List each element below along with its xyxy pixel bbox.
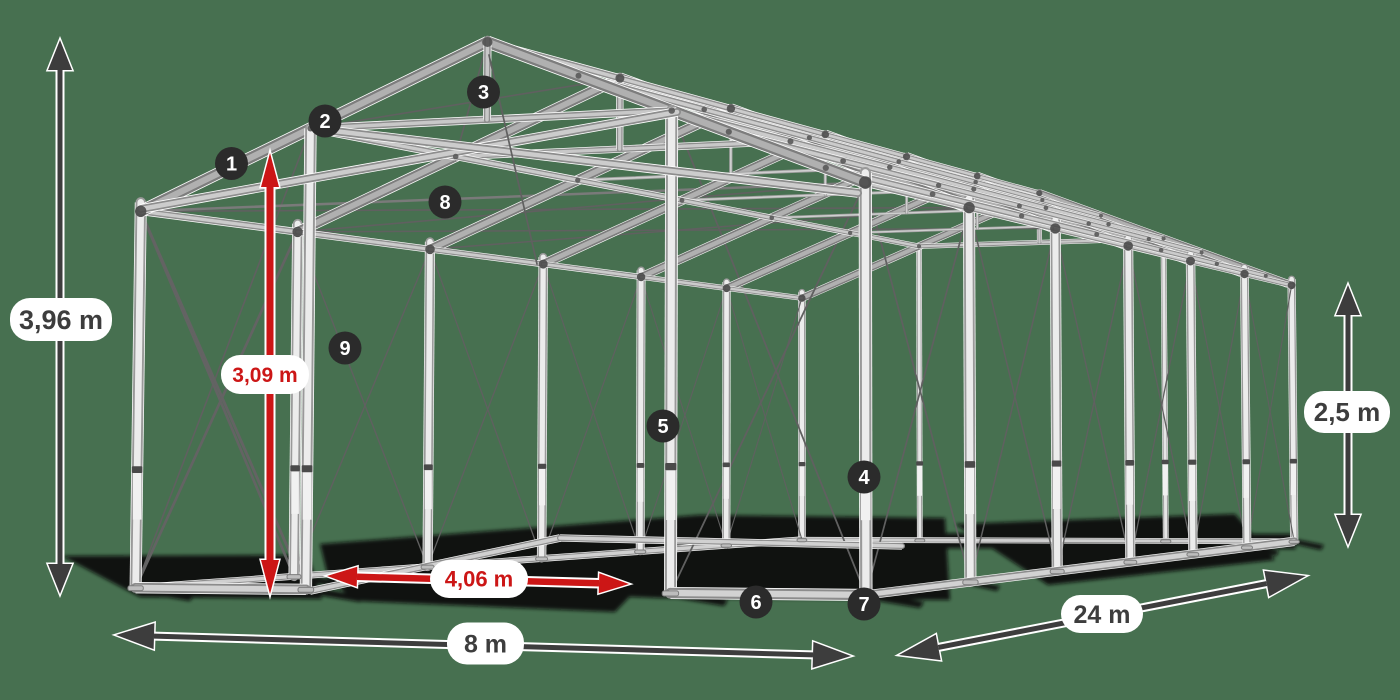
svg-text:7: 7 xyxy=(858,594,869,616)
svg-text:4,06 m: 4,06 m xyxy=(445,567,514,592)
svg-text:2: 2 xyxy=(319,111,330,133)
svg-text:1: 1 xyxy=(226,154,237,176)
svg-text:9: 9 xyxy=(339,338,350,360)
svg-text:24 m: 24 m xyxy=(1074,601,1131,629)
svg-text:4: 4 xyxy=(858,467,870,489)
svg-text:8 m: 8 m xyxy=(464,630,507,658)
svg-text:3: 3 xyxy=(478,82,489,104)
svg-text:5: 5 xyxy=(657,416,668,438)
svg-text:3,09 m: 3,09 m xyxy=(232,364,297,387)
svg-text:6: 6 xyxy=(750,592,761,614)
svg-text:2,5 m: 2,5 m xyxy=(1314,397,1381,427)
svg-text:8: 8 xyxy=(439,192,450,214)
svg-text:3,96 m: 3,96 m xyxy=(19,305,103,335)
